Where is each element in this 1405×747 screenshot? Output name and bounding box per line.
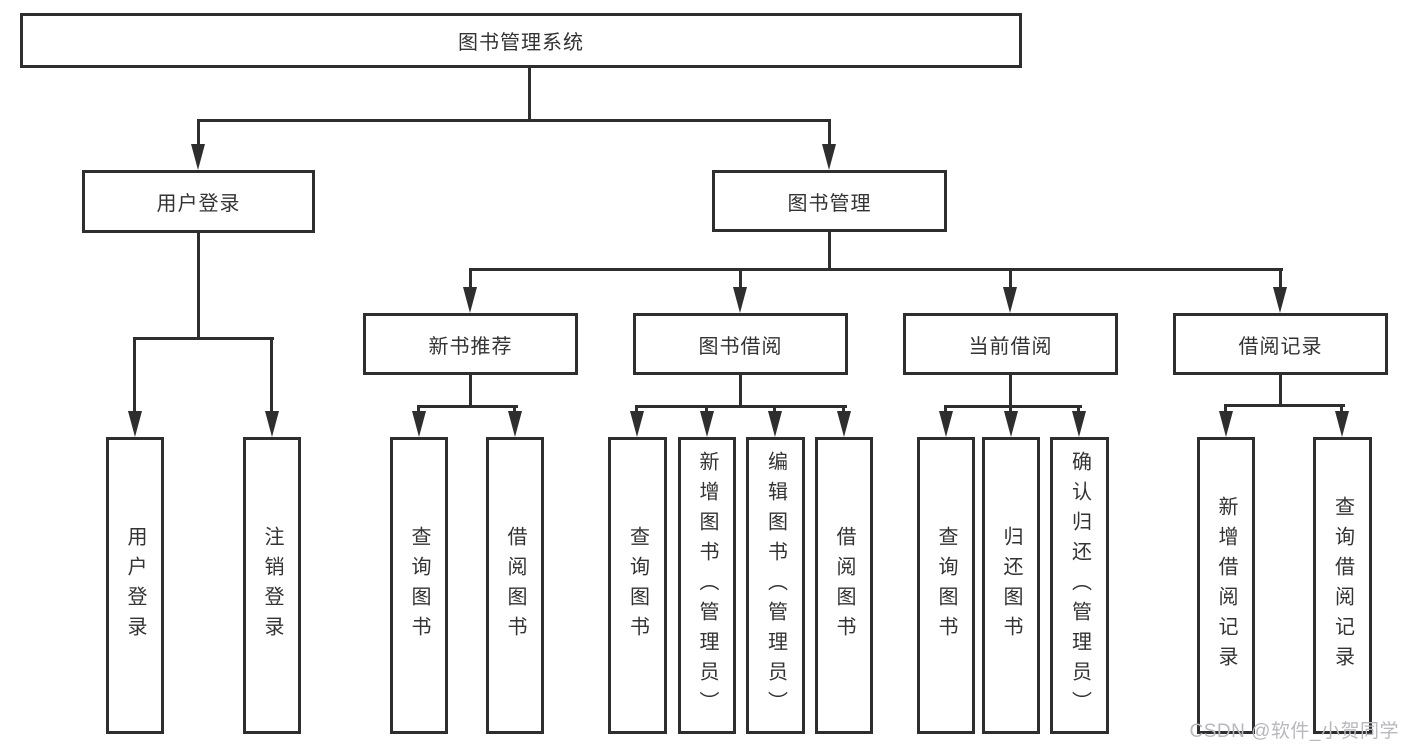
- node-label: 借阅记录: [1238, 335, 1323, 358]
- connector-bb-split: [635, 405, 847, 408]
- connector-nb-stem: [469, 375, 472, 408]
- connector-book-borrow-drop: [739, 268, 742, 292]
- connector-br-split: [1224, 404, 1345, 407]
- node-book-management: 图书管理: [712, 170, 947, 232]
- leaf-label: 查询图书: [626, 525, 649, 646]
- connector-cb-stem: [1009, 375, 1012, 408]
- connector-book-mgmt-split: [469, 268, 1283, 271]
- connector-book-mgmt-stem: [828, 232, 831, 271]
- arrowhead-br-query-icon: [1335, 411, 1349, 437]
- arrowhead-book-borrow-icon: [733, 287, 747, 313]
- connector-current-borrow-drop: [1009, 268, 1012, 292]
- connector-nb-split: [417, 405, 518, 408]
- leaf-label: 查询图书: [408, 525, 430, 646]
- leaf-label: 查询图书: [935, 525, 957, 646]
- leaf-br-add-record: 新增借阅记录: [1197, 437, 1255, 734]
- node-borrowing-records: 借阅记录: [1173, 313, 1388, 375]
- node-book-borrowing: 图书借阅: [633, 313, 848, 375]
- leaf-label: 新增图书（管理员）: [696, 450, 718, 721]
- leaf-nb-borrow-books: 借阅图书: [486, 437, 544, 734]
- connector-leaf-logout-drop: [270, 337, 273, 415]
- leaf-cb-confirm-return-admin: 确认归还（管理员）: [1050, 437, 1109, 734]
- connector-cb-split: [944, 405, 1082, 408]
- connector-root-split: [197, 119, 831, 122]
- csdn-watermark: CSDN @软件_小贺同学: [1189, 721, 1399, 742]
- connector-borrow-record-drop: [1279, 268, 1282, 292]
- leaf-cb-return-books: 归还图书: [982, 437, 1040, 734]
- leaf-bb-borrow-books: 借阅图书: [815, 437, 873, 734]
- leaf-logout: 注销登录: [243, 437, 301, 734]
- arrowhead-book-mgmt-icon: [822, 144, 836, 170]
- arrowhead-bb-add-icon: [700, 411, 714, 437]
- arrowhead-leaf-login-icon: [128, 411, 142, 437]
- node-label: 图书借阅: [698, 335, 783, 358]
- leaf-bb-edit-books-admin: 编辑图书（管理员）: [746, 437, 805, 734]
- arrowhead-nb-borrow-icon: [508, 411, 522, 437]
- connector-br-add-drop: [1224, 404, 1227, 417]
- connector-br-query-drop: [1340, 404, 1343, 417]
- arrowhead-cb-confirm-icon: [1072, 411, 1086, 437]
- leaf-bb-query-books: 查询图书: [608, 437, 667, 734]
- leaf-label: 查询借阅记录: [1331, 495, 1354, 676]
- node-current-borrowing: 当前借阅: [903, 313, 1118, 375]
- node-user-login: 用户登录: [82, 170, 315, 233]
- arrowhead-cb-return-icon: [1004, 411, 1018, 437]
- arrowhead-new-book-icon: [463, 287, 477, 313]
- arrowhead-bb-query-icon: [630, 411, 644, 437]
- arrowhead-bb-edit-icon: [768, 411, 782, 437]
- leaf-cb-query-books: 查询图书: [917, 437, 975, 734]
- leaf-label: 借阅图书: [833, 525, 855, 646]
- node-label: 图书管理: [787, 192, 872, 215]
- arrowhead-cb-query-icon: [939, 411, 953, 437]
- connector-user-login-drop: [197, 119, 200, 151]
- leaf-user-login: 用户登录: [106, 437, 164, 734]
- node-label: 新书推荐: [428, 335, 513, 358]
- arrowhead-br-add-icon: [1219, 411, 1233, 437]
- node-label: 当前借阅: [968, 335, 1053, 358]
- connector-book-mgmt-drop: [828, 119, 831, 151]
- leaf-nb-query-books: 查询图书: [390, 437, 448, 734]
- node-label: 用户登录: [156, 193, 241, 215]
- leaf-label: 确认归还（管理员）: [1068, 450, 1091, 721]
- leaf-label: 注销登录: [261, 525, 283, 646]
- connector-root-stem: [528, 67, 531, 121]
- arrowhead-current-borrow-icon: [1003, 287, 1017, 313]
- leaf-label: 借阅图书: [504, 525, 526, 646]
- connector-user-login-stem: [197, 233, 200, 340]
- node-label: 图书管理系统: [458, 32, 584, 54]
- arrowhead-borrow-record-icon: [1273, 287, 1287, 313]
- node-new-book-recommend: 新书推荐: [363, 313, 578, 375]
- connector-br-stem: [1279, 375, 1282, 407]
- connector-new-book-drop: [469, 268, 472, 292]
- node-library-management-system: 图书管理系统: [20, 13, 1022, 68]
- connector-user-login-split: [133, 337, 274, 340]
- arrowhead-user-login-icon: [191, 144, 205, 170]
- leaf-br-query-record: 查询借阅记录: [1313, 437, 1372, 734]
- leaf-label: 用户登录: [124, 525, 146, 646]
- leaf-label: 新增借阅记录: [1215, 495, 1237, 676]
- leaf-label: 编辑图书（管理员）: [764, 450, 787, 721]
- leaf-label: 归还图书: [1000, 525, 1022, 646]
- arrowhead-nb-query-icon: [412, 411, 426, 437]
- leaf-bb-add-books-admin: 新增图书（管理员）: [678, 437, 736, 734]
- arrowhead-bb-borrow-icon: [837, 411, 851, 437]
- connector-leaf-login-drop: [133, 337, 136, 415]
- connector-bb-stem: [739, 375, 742, 408]
- arrowhead-leaf-logout-icon: [265, 411, 279, 437]
